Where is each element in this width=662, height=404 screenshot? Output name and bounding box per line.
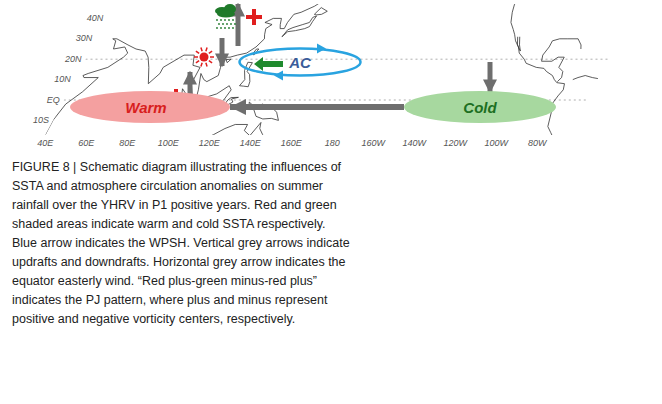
longitude-label: 40E: [37, 139, 53, 148]
positive-vorticity-plus: [246, 9, 262, 25]
longitude-label: 120W: [443, 139, 467, 148]
figure-caption: FIGURE 8 | Schematic diagram illustratin…: [12, 158, 354, 329]
longitude-label: 160W: [361, 139, 385, 148]
coastline: [542, 39, 581, 82]
sst-anomaly-ellipse: Warm: [70, 91, 230, 123]
coastline: [517, 37, 520, 51]
longitude-label: 100W: [484, 139, 508, 148]
vertical-wind-arrow: [220, 38, 225, 66]
rain-cloud: [215, 4, 236, 29]
latitude-label: 20N: [65, 55, 82, 64]
longitude-label: 80W: [528, 139, 547, 148]
island-coastline: [282, 16, 317, 37]
symbols: [170, 4, 490, 101]
island-coastline: [314, 8, 327, 15]
region-label: AC: [289, 54, 311, 71]
latitude-label: 10S: [33, 116, 49, 125]
longitude-label: 60E: [78, 139, 94, 148]
coastlines: [45, 0, 608, 145]
easterly-wind-arrow: [230, 104, 404, 110]
latitude-label: EQ: [47, 96, 60, 105]
vertical-wind-arrow: [236, 4, 241, 46]
latitude-label: 10N: [54, 75, 71, 84]
longitude-label: 140E: [240, 139, 261, 148]
longitude-label: 100E: [158, 139, 179, 148]
sun-symbol: [194, 47, 214, 66]
coastline: [573, 76, 598, 80]
sst-anomaly-ellipse: Cold: [404, 91, 556, 123]
latitude-label: 30N: [76, 34, 93, 43]
island-coastline: [226, 59, 231, 62]
region-label: Warm: [125, 99, 166, 116]
vertical-wind-arrow: [488, 62, 493, 92]
latitude-label: 40N: [87, 14, 104, 23]
anticyclone-ellipse: AC: [238, 47, 362, 77]
longitude-label: 120E: [199, 139, 220, 148]
region-label: Cold: [463, 99, 496, 116]
longitude-label: 140W: [402, 139, 426, 148]
coastline: [45, 0, 324, 135]
longitude-label: 160E: [281, 139, 302, 148]
longitude-label: 80E: [119, 139, 135, 148]
longitude-label: 180: [325, 139, 340, 148]
latitude-line: [86, 59, 609, 60]
